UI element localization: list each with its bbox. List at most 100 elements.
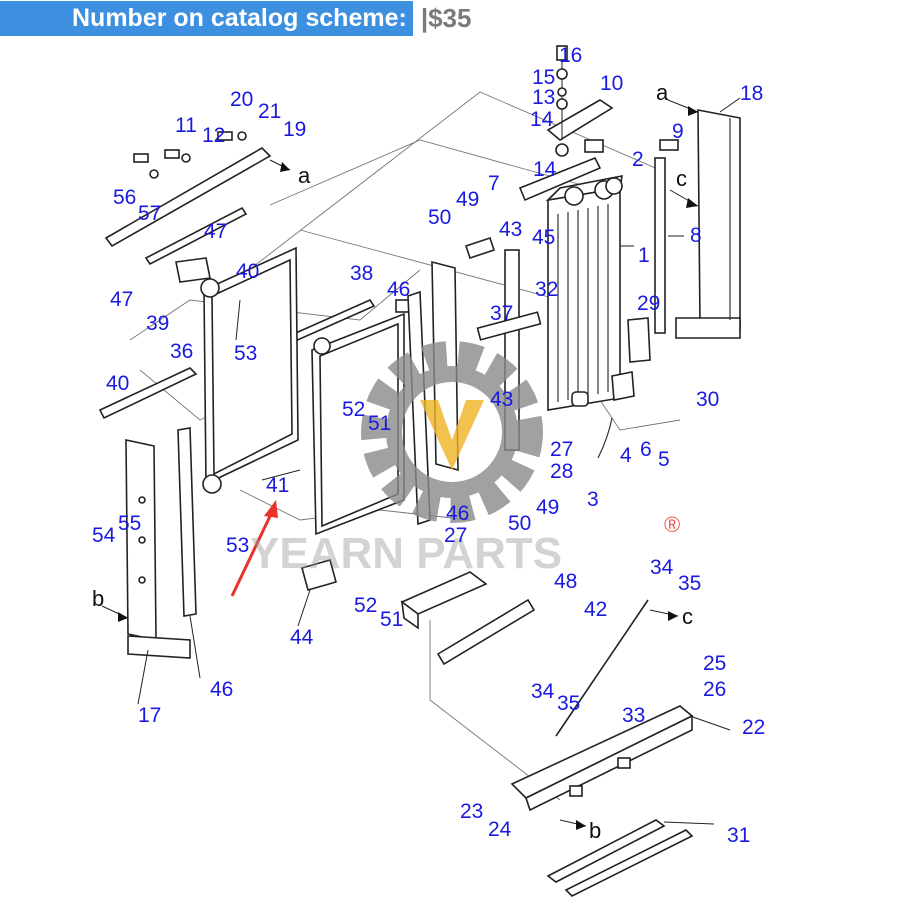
part-label-49: 49 xyxy=(456,188,479,211)
top-bracket xyxy=(546,45,614,157)
part-label-36: 36 xyxy=(170,340,193,363)
part-label-19: 19 xyxy=(283,118,306,141)
part-label-21: 21 xyxy=(258,100,281,123)
part-label-12: 12 xyxy=(202,124,225,147)
gear-icon xyxy=(361,341,543,523)
part-label-26: 26 xyxy=(703,678,726,701)
radiator-core xyxy=(545,174,623,411)
watermark-registered: ® xyxy=(664,512,680,537)
indicator-arrow xyxy=(230,500,278,597)
part-label-11: 11 xyxy=(175,114,197,137)
cushion-30 xyxy=(611,371,635,401)
side-bracket-left xyxy=(125,439,191,659)
part-label-31: 31 xyxy=(727,824,750,847)
part-label-35: 35 xyxy=(678,572,701,595)
part-label-35: 35 xyxy=(557,692,580,715)
part-label-46: 46 xyxy=(387,278,410,301)
part-label-34: 34 xyxy=(650,556,674,579)
part-label-52: 52 xyxy=(342,398,365,421)
part-label-30: 30 xyxy=(696,388,719,411)
part-label-27: 27 xyxy=(550,438,573,461)
part-label-14: 14 xyxy=(530,108,554,131)
part-label-46: 46 xyxy=(210,678,233,701)
part-label-43: 43 xyxy=(499,218,522,241)
top-bracket-left xyxy=(104,131,272,266)
side-bracket-right xyxy=(675,109,741,339)
part-label-48: 48 xyxy=(554,570,577,593)
block-39 xyxy=(175,257,211,283)
seal-strip-8 xyxy=(654,157,666,334)
part-label-1: 1 xyxy=(638,244,650,267)
cushion-29 xyxy=(627,317,651,363)
part-label-40: 40 xyxy=(236,260,259,283)
part-label-50: 50 xyxy=(508,512,531,535)
part-label-16: 16 xyxy=(559,44,582,67)
part-label-3: 3 xyxy=(587,488,599,511)
rod-32 xyxy=(476,311,542,341)
header-title: Number on catalog scheme: xyxy=(0,0,413,36)
catalog-header: Number on catalog scheme: |$35 xyxy=(0,0,471,36)
part-label-46: 46 xyxy=(446,502,469,525)
part-label-c: c xyxy=(682,604,693,629)
part-label-47: 47 xyxy=(110,288,133,311)
hose-4 xyxy=(597,417,613,459)
part-label-45: 45 xyxy=(532,226,555,249)
watermark-brand: YEARN PARTS xyxy=(250,529,562,578)
block-44 xyxy=(301,559,337,591)
part-label-a: a xyxy=(656,80,669,105)
strip-31a xyxy=(546,819,666,883)
part-label-52: 52 xyxy=(354,594,377,617)
shroud-48 xyxy=(400,571,488,615)
part-label-17: 17 xyxy=(138,704,161,727)
header-code: |$35 xyxy=(420,2,472,33)
part-label-4: 4 xyxy=(620,444,632,467)
strip-46-left xyxy=(177,427,197,617)
part-label-18: 18 xyxy=(740,82,763,105)
part-label-28: 28 xyxy=(550,460,573,483)
foam-strip-7 xyxy=(518,156,602,202)
part-label-25: 25 xyxy=(703,652,726,675)
part-label-51: 51 xyxy=(380,608,403,631)
part-label-24: 24 xyxy=(488,818,512,841)
part-label-44: 44 xyxy=(290,626,314,649)
part-label-39: 39 xyxy=(146,312,169,335)
part-label-53: 53 xyxy=(234,342,257,365)
part-label-55: 55 xyxy=(118,512,141,535)
part-label-5: 5 xyxy=(658,448,670,471)
part-label-7: 7 xyxy=(488,172,500,195)
part-label-23: 23 xyxy=(460,800,483,823)
part-label-37: 37 xyxy=(490,302,513,325)
part-label-9: 9 xyxy=(672,120,684,143)
part-label-22: 22 xyxy=(742,716,765,739)
part-label-b: b xyxy=(589,818,601,843)
part-label-57: 57 xyxy=(138,202,161,225)
shroud-48-side xyxy=(400,600,419,630)
part-label-50: 50 xyxy=(428,206,451,229)
part-label-38: 38 xyxy=(350,262,373,285)
rod-33 xyxy=(555,599,649,737)
part-label-47: 47 xyxy=(204,220,227,243)
bottom-bracket xyxy=(510,705,694,812)
leader-lines xyxy=(137,97,741,825)
part-label-40: 40 xyxy=(106,372,129,395)
part-label-b: b xyxy=(92,586,104,611)
part-label-53: 53 xyxy=(226,534,249,557)
bar-42 xyxy=(436,598,536,666)
part-label-49: 49 xyxy=(536,496,559,519)
part-label-43: 43 xyxy=(490,388,513,411)
part-label-51: 51 xyxy=(368,412,391,435)
part-label-6: 6 xyxy=(640,438,652,461)
part-label-20: 20 xyxy=(230,88,253,111)
part-label-10: 10 xyxy=(600,72,623,95)
part-label-a: a xyxy=(298,163,311,188)
part-label-13: 13 xyxy=(532,86,555,109)
radiator-frame xyxy=(200,246,299,494)
part-label-15: 15 xyxy=(532,66,555,89)
part-label-c: c xyxy=(676,166,687,191)
strip-31b xyxy=(564,829,694,897)
part-label-41: 41 xyxy=(266,474,289,497)
bar-40 xyxy=(98,367,198,420)
part-label-2: 2 xyxy=(632,148,644,171)
